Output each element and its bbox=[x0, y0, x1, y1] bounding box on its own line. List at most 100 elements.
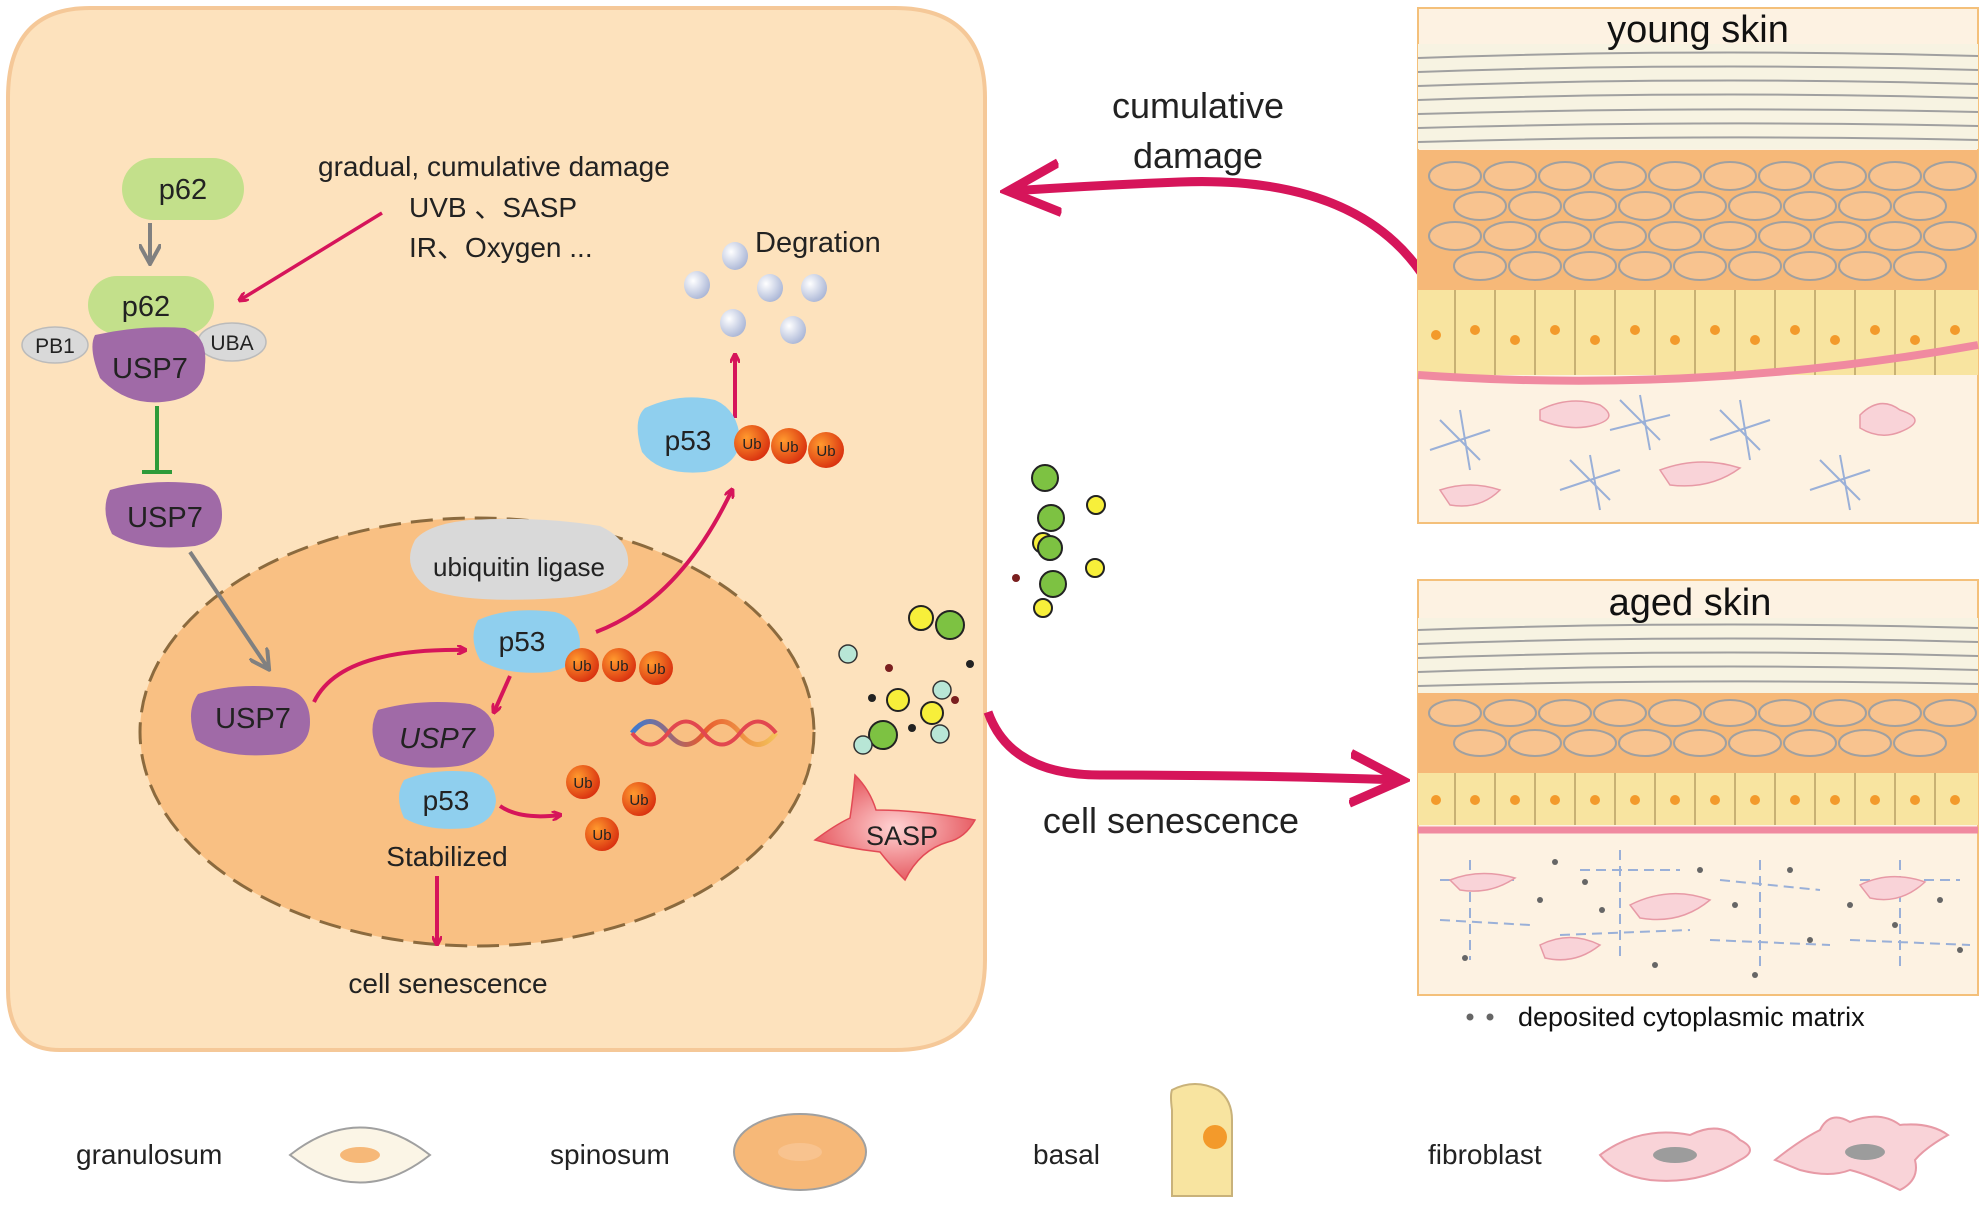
legend-granulosum-label: granulosum bbox=[76, 1139, 222, 1170]
stabilized-label: Stabilized bbox=[386, 841, 507, 872]
ub-label: Ub bbox=[573, 775, 592, 792]
ub-tag bbox=[639, 651, 673, 685]
cumulative-damage-arrow bbox=[1010, 182, 1430, 283]
usp7-nuclear-shape bbox=[190, 686, 310, 756]
legend: granulosum spinosum basal fibroblast bbox=[76, 1083, 1950, 1197]
p62-usp7-complex: PB1 UBA p62 USP7 bbox=[21, 276, 267, 403]
ub-label: Ub bbox=[572, 658, 591, 675]
legend-fibroblast-nucleus-1 bbox=[1653, 1147, 1697, 1163]
ubiquitin-ligase: ubiquitin ligase bbox=[410, 518, 629, 600]
damage-title: gradual, cumulative damage bbox=[318, 151, 670, 182]
pb1-label: PB1 bbox=[35, 335, 75, 358]
p62-bound-label: p62 bbox=[122, 291, 170, 323]
usp7-free-shape bbox=[105, 482, 222, 548]
usp7-free-label: USP7 bbox=[127, 502, 203, 534]
p53-bound-label: p53 bbox=[423, 785, 470, 816]
degration-label: Degration bbox=[755, 227, 881, 259]
usp7-import-arrow bbox=[188, 550, 268, 668]
ubiquitin-ligase-label: ubiquitin ligase bbox=[433, 552, 605, 582]
young-skin-title: young skin bbox=[1607, 9, 1789, 51]
legend-fibroblast-nucleus-2 bbox=[1845, 1144, 1885, 1160]
legend-basal-label: basal bbox=[1033, 1139, 1100, 1170]
ub-release-arrow bbox=[498, 804, 560, 816]
p62-top-label: p62 bbox=[159, 174, 207, 206]
legend-granulosum-nucleus bbox=[340, 1147, 380, 1163]
legend-basal-icon bbox=[1170, 1083, 1233, 1197]
usp7-bound-shape bbox=[372, 702, 495, 768]
cell-senescence-label: cell senescence bbox=[348, 968, 547, 999]
aged-skin-panel: aged skin deposited cytoplasmic matrix bbox=[1417, 579, 1979, 1032]
aged-basal bbox=[1418, 773, 1978, 825]
ub-tag bbox=[602, 648, 636, 682]
uba-label: UBA bbox=[210, 332, 253, 355]
ub-tag bbox=[566, 765, 600, 799]
damage-arrow bbox=[240, 211, 383, 300]
ub-label: Ub bbox=[592, 827, 611, 844]
fragment bbox=[722, 242, 748, 270]
ub-tag bbox=[622, 782, 656, 816]
cell-senescence-arrow bbox=[983, 710, 1400, 780]
young-skin-panel: young skin bbox=[1417, 7, 1979, 524]
matrix-note: deposited cytoplasmic matrix bbox=[1518, 1002, 1865, 1032]
p53-cytoplasm: p53 Ub Ub Ub bbox=[637, 397, 844, 473]
ubiquitin-ligase-shape bbox=[410, 518, 629, 600]
fragment bbox=[780, 316, 806, 344]
damage-line2: UVB 、SASP bbox=[409, 192, 577, 223]
p53-nuclear: p53 Ub Ub Ub bbox=[473, 610, 673, 685]
ub-tag bbox=[771, 428, 807, 464]
fragment bbox=[757, 274, 783, 302]
usp7-bound-label: USP7 bbox=[399, 723, 477, 755]
usp7-nuclear: USP7 bbox=[190, 686, 310, 756]
ub-tag bbox=[565, 648, 599, 682]
cumulative-label-line1: cumulative bbox=[1112, 85, 1284, 126]
ub-label: Ub bbox=[742, 436, 761, 453]
ub-tag bbox=[734, 425, 770, 461]
young-basement-membrane bbox=[1417, 341, 1979, 385]
usp7-complex-shape bbox=[92, 327, 206, 403]
deubiquitination-arrow bbox=[494, 675, 512, 712]
p62-top: p62 bbox=[122, 158, 244, 220]
p53-cyto-label: p53 bbox=[665, 425, 712, 456]
degradation-fragments bbox=[684, 242, 827, 344]
free-ub: Ub Ub Ub bbox=[566, 765, 656, 851]
matrix-dot-icon bbox=[1486, 1013, 1494, 1021]
fragment bbox=[720, 309, 746, 337]
legend-spinosum-nucleus bbox=[778, 1143, 822, 1161]
ub-tag bbox=[585, 817, 619, 851]
ub-label: Ub bbox=[816, 443, 835, 460]
export-degradation-arrow bbox=[595, 490, 732, 634]
legend-fibroblast-label: fibroblast bbox=[1428, 1139, 1542, 1170]
sasp-particles bbox=[838, 605, 974, 755]
cell-panel: p62 PB1 UBA p62 USP7 USP7 gradual, cumul… bbox=[6, 6, 987, 1052]
p62-top-shape bbox=[122, 158, 244, 220]
damage-line3: IR、Oxygen ... bbox=[409, 232, 593, 263]
cumulative-label-line2: damage bbox=[1133, 135, 1263, 176]
legend-spinosum-label: spinosum bbox=[550, 1139, 670, 1170]
ub-label: Ub bbox=[629, 792, 648, 809]
usp7-p53-complex: USP7 p53 bbox=[372, 702, 496, 829]
p62-bound-shape bbox=[88, 276, 214, 334]
p53-nuclear-label: p53 bbox=[499, 626, 546, 657]
secreted-factors bbox=[1012, 464, 1106, 618]
fragment bbox=[801, 274, 827, 302]
cell-senescence-arrow-label: cell senescence bbox=[1043, 800, 1299, 841]
ub-tag bbox=[808, 432, 844, 468]
pb1-domain bbox=[21, 326, 89, 364]
aged-skin-title: aged skin bbox=[1609, 582, 1772, 624]
sasp-cell: SASP bbox=[813, 773, 977, 882]
sasp-cell-shape bbox=[813, 773, 977, 882]
p53-cyto-shape bbox=[637, 397, 740, 473]
usp7-free: USP7 bbox=[105, 482, 222, 548]
fragment bbox=[684, 271, 710, 299]
usp7-complex-label: USP7 bbox=[112, 353, 188, 385]
ub-label: Ub bbox=[779, 439, 798, 456]
ub-label: Ub bbox=[609, 658, 628, 675]
matrix-dot-icon bbox=[1466, 1013, 1474, 1021]
usp7-nuclear-label: USP7 bbox=[215, 703, 291, 735]
sasp-label: SASP bbox=[866, 821, 938, 851]
cumulative-damage-flow: cumulative damage bbox=[1010, 85, 1430, 283]
p53-nuclear-shape bbox=[473, 610, 580, 673]
p53-bound-shape bbox=[399, 771, 496, 829]
damage-text: gradual, cumulative damage UVB 、SASP IR、… bbox=[318, 151, 670, 263]
